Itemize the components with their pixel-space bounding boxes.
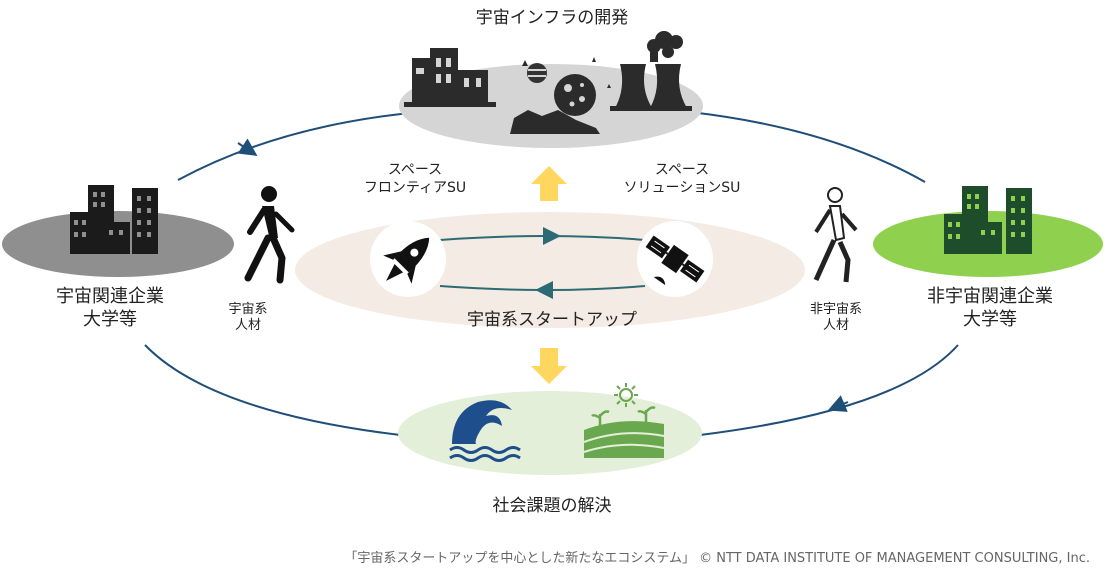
satellite-icon xyxy=(645,235,705,286)
rocket-icon xyxy=(383,237,430,284)
building-icon xyxy=(70,185,158,254)
footer-credit: 「宇宙系スタートアップを中心とした新たなエコシステム」 © NTT DATA I… xyxy=(344,551,1090,566)
flow-line-top-right xyxy=(689,111,926,183)
yellow-down-arrow xyxy=(531,348,567,384)
space-startups-label: 宇宙系スタートアップ xyxy=(467,310,637,330)
walking-person-icon xyxy=(244,186,295,284)
flow-line-bottom-left xyxy=(144,344,401,436)
non-space-talent-label: 非宇宙系 人材 xyxy=(809,302,862,334)
factory-icon xyxy=(404,48,496,107)
space-companies-label: 宇宙関連企業 大学等 xyxy=(56,286,164,330)
power-plant-icon xyxy=(610,31,692,111)
walking-person-icon xyxy=(813,187,858,283)
flow-line-right-bottom xyxy=(699,344,959,436)
flow-arrowhead-left-top xyxy=(237,138,258,156)
flow-arrowhead-right-bottom xyxy=(827,395,849,412)
yellow-up-arrow xyxy=(531,166,567,201)
building-icon xyxy=(944,186,1032,254)
space-talent-label: 宇宙系 人材 xyxy=(228,302,268,334)
planet-icon xyxy=(510,57,611,134)
non-space-companies-label: 非宇宙関連企業 大学等 xyxy=(927,286,1053,330)
solution-su-label: スペース ソリューションSU xyxy=(623,162,741,196)
social-issues-label: 社会課題の解決 xyxy=(492,496,612,516)
farm-icon xyxy=(583,383,665,458)
space-infra-label: 宇宙インフラの開発 xyxy=(475,8,629,28)
flow-line-left-top xyxy=(177,111,421,181)
wave-icon xyxy=(449,400,521,462)
frontier-su-label: スペース フロンティアSU xyxy=(363,162,467,196)
